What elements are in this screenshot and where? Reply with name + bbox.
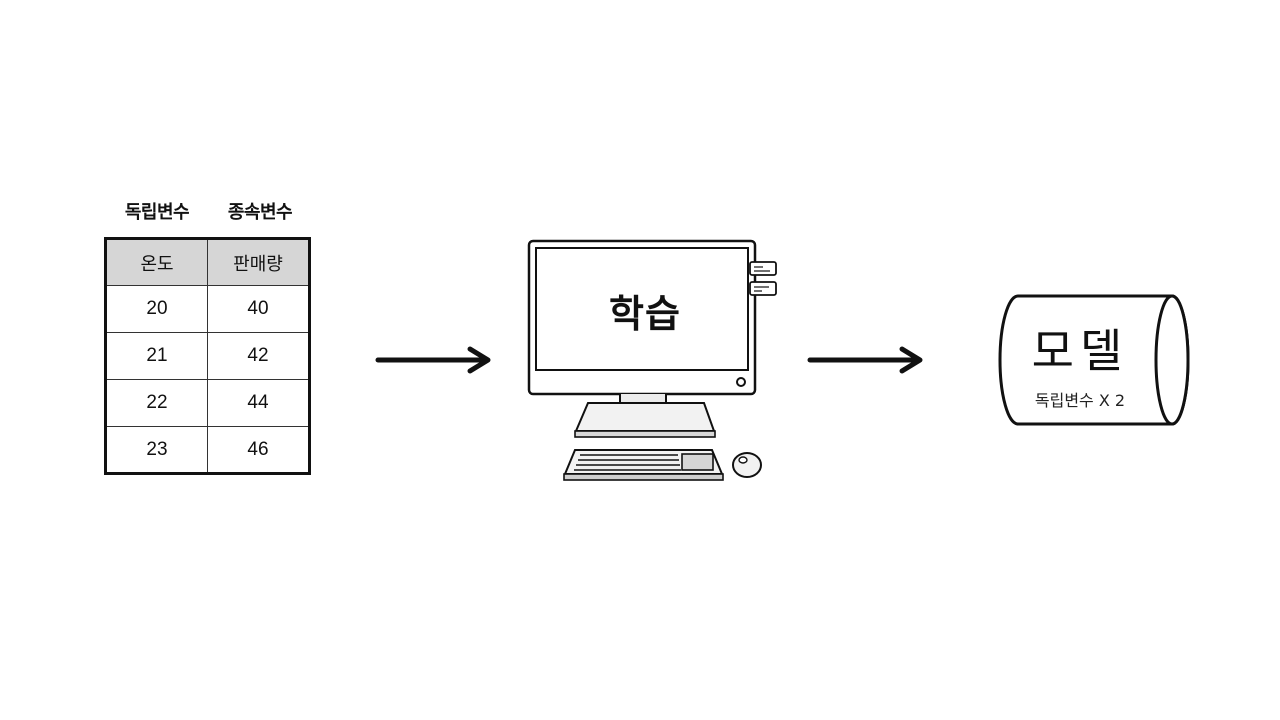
model-subtitle: 독립변수 X 2 xyxy=(1034,391,1126,410)
model-title: 모델 xyxy=(1031,324,1129,378)
arrow-right-icon xyxy=(375,346,491,374)
table-header-row: 온도 판매량 xyxy=(105,238,310,286)
table-cell: 46 xyxy=(207,426,310,474)
table-row: 20 40 xyxy=(105,285,310,333)
arrow-right-icon xyxy=(807,346,923,374)
training-data-table: 온도 판매량 20 40 21 42 22 44 23 46 xyxy=(104,237,311,475)
table-row: 22 44 xyxy=(105,379,310,427)
dependent-variable-header: 종속변수 xyxy=(227,202,293,223)
table-cell: 23 xyxy=(105,426,208,474)
table-cell: 42 xyxy=(207,332,310,380)
table-row: 23 46 xyxy=(105,426,310,474)
model-cylinder-icon xyxy=(998,294,1190,426)
table-row: 21 42 xyxy=(105,332,310,380)
column-header-temperature: 온도 xyxy=(105,238,208,286)
table-cell: 20 xyxy=(105,285,208,333)
training-label: 학습 xyxy=(609,292,681,336)
table-cell: 40 xyxy=(207,285,310,333)
computer-icon xyxy=(527,239,777,481)
table-cell: 21 xyxy=(105,332,208,380)
independent-variable-header: 독립변수 xyxy=(124,202,190,223)
